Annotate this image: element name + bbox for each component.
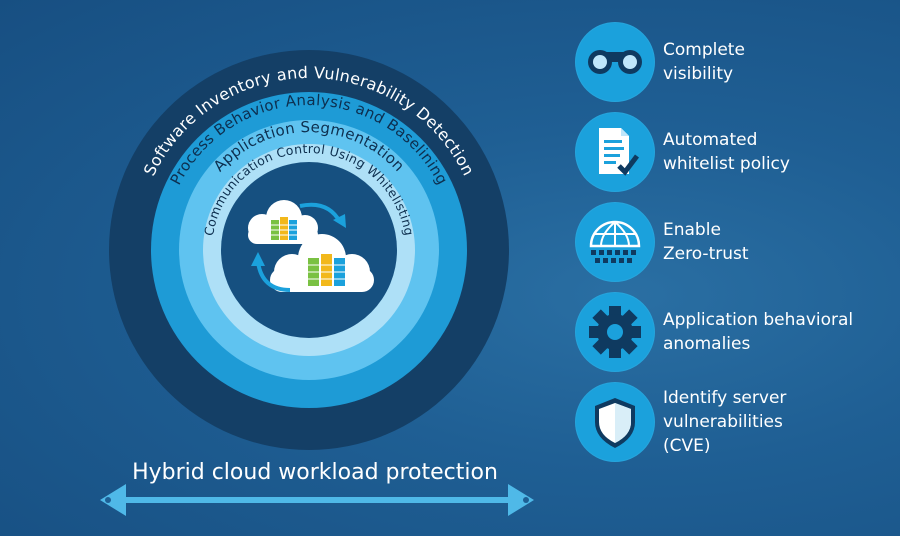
double-arrow-icon <box>100 484 534 516</box>
feature-behavioral-anomalies: Application behavioral anomalies <box>575 292 895 372</box>
feature-automated-whitelist: Automated whitelist policy <box>575 112 895 192</box>
shield-icon <box>595 398 635 448</box>
feature-icon-circle <box>575 22 655 102</box>
feature-icon-circle <box>575 292 655 372</box>
feature-server-vulnerabilities: Identify server vulnerabilities (CVE) <box>575 382 895 462</box>
server-icon <box>308 254 345 286</box>
document-check-icon <box>599 128 639 176</box>
binoculars-icon <box>588 50 642 74</box>
feature-label: Application behavioral anomalies <box>663 310 854 354</box>
feature-icon-circle <box>575 382 655 462</box>
gear-icon <box>589 306 641 358</box>
feature-zero-trust: Enable Zero-trust <box>575 202 895 282</box>
concentric-rings: Software Inventory and Vulnerability Det… <box>109 50 509 450</box>
feature-label: Complete visibility <box>663 40 745 84</box>
feature-complete-visibility: Complete visibility <box>575 22 895 102</box>
feature-label: Identify server vulnerabilities (CVE) <box>663 388 787 456</box>
cloud-servers-icon <box>248 200 374 292</box>
globe-grid-icon <box>589 220 641 263</box>
feature-icon-circle <box>575 202 655 282</box>
server-icon <box>271 217 297 240</box>
arrow-icon <box>256 261 291 292</box>
hybrid-cloud-label: Hybrid cloud workload protection <box>132 460 498 485</box>
feature-icon-circle <box>575 112 655 192</box>
feature-label: Enable Zero-trust <box>663 220 749 264</box>
feature-label: Automated whitelist policy <box>663 130 790 174</box>
